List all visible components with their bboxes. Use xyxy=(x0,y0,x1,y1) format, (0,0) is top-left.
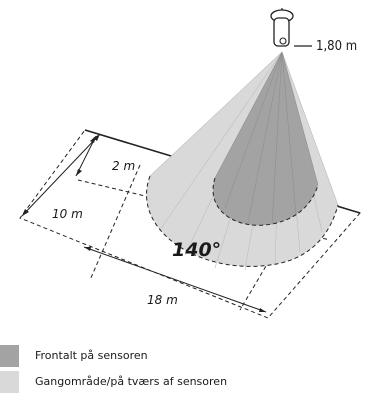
mount-height-label: 1,80 m xyxy=(316,39,357,54)
side-depth-dimension xyxy=(21,133,101,217)
front-depth-label: 2 m xyxy=(112,159,135,173)
ground-divider-left xyxy=(89,164,141,281)
width-label: 18 m xyxy=(147,293,178,307)
legend-item-frontal: Frontalt på sensoren xyxy=(0,345,365,367)
legend-label-frontal: Frontalt på sensoren xyxy=(35,349,148,362)
side-depth-label: 10 m xyxy=(52,207,83,221)
motion-sensor-icon xyxy=(270,8,294,47)
frontal-swatch xyxy=(0,345,19,367)
beam-rays-dark xyxy=(214,51,319,226)
frontal-zone xyxy=(213,52,318,226)
legend-label-crosswalk: Gangområde/på tværs af sensoren xyxy=(35,375,228,388)
legend-item-crosswalk: Gangområde/på tværs af sensoren xyxy=(0,371,365,393)
frontal-zone-boundary xyxy=(212,177,319,226)
crosswalk-zone-boundary xyxy=(146,175,339,267)
width-dimension xyxy=(83,246,267,313)
angle-label: 140° xyxy=(172,239,221,261)
crosswalk-swatch xyxy=(0,371,19,393)
